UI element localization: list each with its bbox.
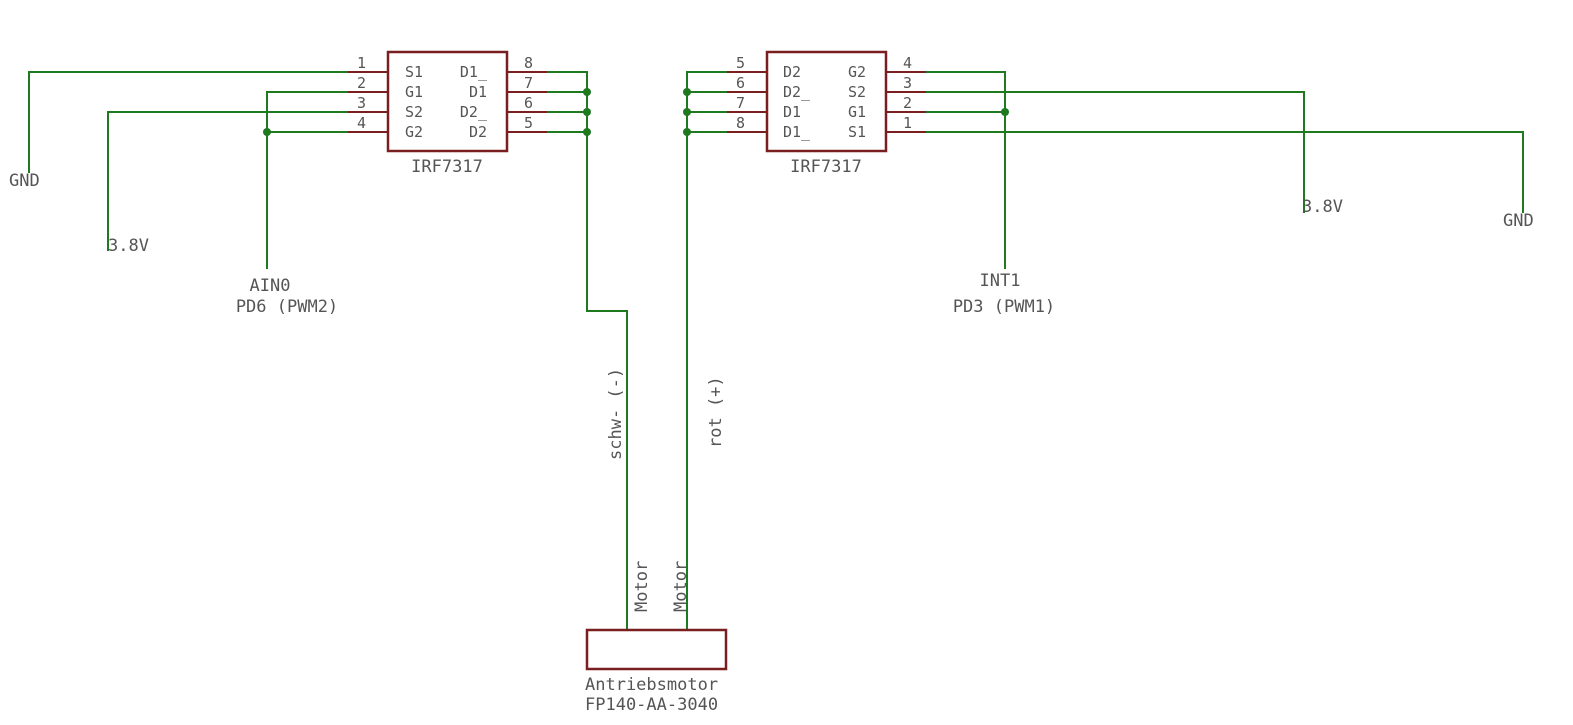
pin-number: 5 [736, 54, 745, 72]
pin-name: D1 [783, 103, 801, 121]
right-chip-body [765, 50, 888, 153]
motor-pin-label: Motor [632, 561, 652, 612]
junction-dot [583, 108, 591, 116]
pin-name: D1_ [460, 63, 488, 81]
net-label-int1: INT1 [980, 271, 1021, 291]
pin-name: D2_ [460, 103, 488, 121]
junction-dot [263, 128, 271, 136]
net-label-pd3: PD3 (PWM1) [953, 297, 1055, 317]
pin-number: 1 [357, 54, 366, 72]
left-chip-label: IRF7317 [411, 157, 483, 177]
pin-number: 4 [903, 54, 912, 72]
pin-number: 8 [736, 114, 745, 132]
right-chip-label: IRF7317 [790, 157, 862, 177]
junction-dot [583, 128, 591, 136]
pin-name: S1 [848, 123, 866, 141]
wire-left-gnd [28, 71, 348, 173]
wire-right-gate [926, 71, 1006, 269]
pin-name: G2 [848, 63, 866, 81]
wire-right-gnd [926, 131, 1524, 213]
motor-pin-label: Motor [671, 561, 691, 612]
net-label-ain0: AIN0 [250, 276, 291, 296]
pin-name: D1_ [783, 123, 811, 141]
net-label-left-vcc: 3.8V [108, 236, 149, 256]
pin-number: 7 [736, 94, 745, 112]
pin-name: G2 [405, 123, 423, 141]
left-wires [28, 71, 628, 631]
net-label-right-gnd: GND [1503, 211, 1534, 231]
pin-number: 6 [736, 74, 745, 92]
motor-part-number: FP140-AA-3040 [585, 695, 718, 715]
pin-name: G1 [405, 83, 423, 101]
pin-name: S2 [848, 83, 866, 101]
pin-name: D1 [469, 83, 487, 101]
pin-number: 3 [357, 94, 366, 112]
wire-motor-minus [586, 71, 628, 631]
net-label-pd6: PD6 (PWM2) [236, 297, 338, 317]
wire-right-vcc [926, 91, 1305, 213]
junction-dot [583, 88, 591, 96]
pin-number: 2 [903, 94, 912, 112]
pin-name: S2 [405, 103, 423, 121]
motor-name: Antriebsmotor [585, 675, 718, 695]
pin-number: 2 [357, 74, 366, 92]
net-label-right-vcc: 3.8V [1302, 197, 1343, 217]
pin-number: 1 [903, 114, 912, 132]
pin-number: 5 [524, 114, 533, 132]
left-chip-body [386, 50, 509, 153]
pin-number: 6 [524, 94, 533, 112]
net-labels: GND 3.8V AIN0 PD6 (PWM2) INT1 PD3 (PWM1)… [9, 171, 1534, 460]
pin-name: G1 [848, 103, 866, 121]
junction-dot [683, 128, 691, 136]
junction-dot [683, 88, 691, 96]
pin-number: 7 [524, 74, 533, 92]
net-label-wire-plus: rot (+) [706, 376, 726, 448]
junction-dot [1001, 108, 1009, 116]
net-label-wire-minus: schw- (-) [606, 368, 626, 460]
left-chip: 1 2 3 4 8 7 6 5 S1 G1 S2 G2 D1_ D1 D2_ D… [347, 50, 548, 177]
junction-dot [683, 108, 691, 116]
net-label-left-gnd: GND [9, 171, 40, 191]
motor-body [585, 628, 728, 671]
pin-number: 4 [357, 114, 366, 132]
right-chip: 5 6 7 8 4 3 2 1 D2 D2_ D1 D1_ G2 S2 G1 S… [726, 50, 927, 177]
pin-name: D2 [469, 123, 487, 141]
pin-name: D2_ [783, 83, 811, 101]
pin-number: 3 [903, 74, 912, 92]
wire-left-gate [266, 91, 348, 269]
right-wires [683, 71, 1524, 631]
motor-component: Motor Motor Antriebsmotor FP140-AA-3040 [585, 561, 728, 715]
pin-name: S1 [405, 63, 423, 81]
pin-name: D2 [783, 63, 801, 81]
pin-number: 8 [524, 54, 533, 72]
